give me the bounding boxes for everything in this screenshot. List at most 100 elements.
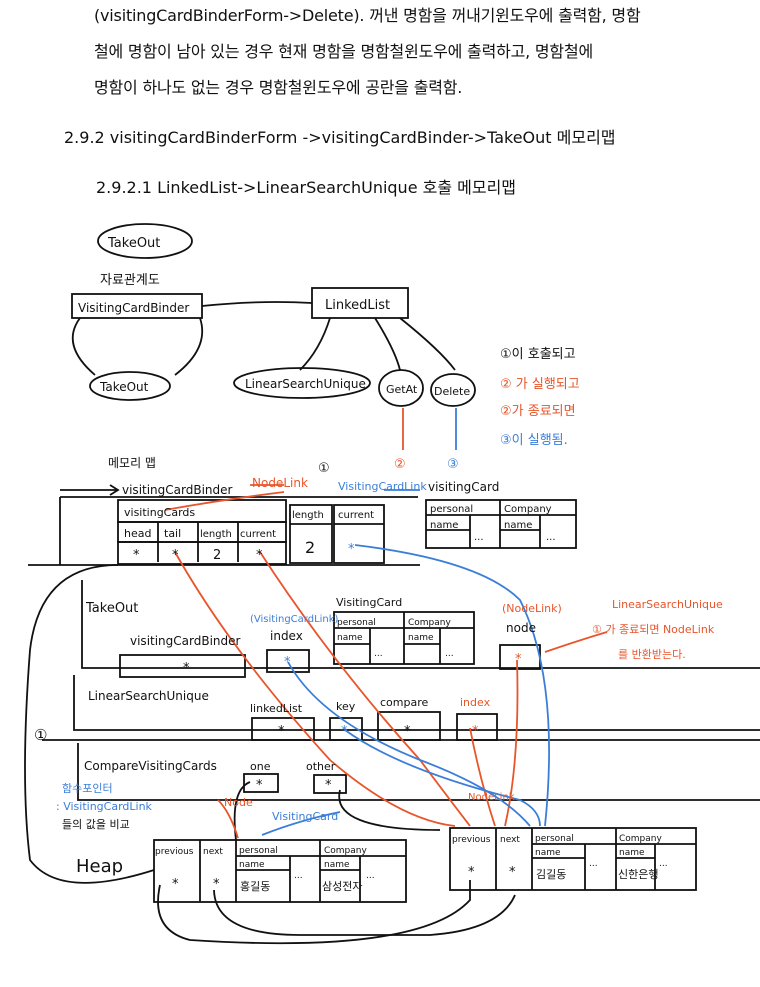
- linkedlist-label: LinkedList: [325, 298, 390, 313]
- paragraph-line-2: 철에 명함이 남아 있는 경우 현재 명함을 명함철윈도우에 출력하고, 명함철…: [94, 42, 593, 61]
- tr-company-name: name: [504, 520, 532, 531]
- cmp-note-3: 들의 값을 비교: [62, 818, 130, 831]
- node1-next-value: *: [213, 877, 220, 892]
- structure-label: 자료관계도: [100, 273, 160, 288]
- note-lsu-1: LinearSearchUnique: [612, 598, 723, 611]
- takeout-vc-company-name: name: [408, 633, 434, 643]
- cmp-other: other: [306, 760, 336, 773]
- legend-4: ③이 실행됨.: [500, 432, 568, 448]
- lsu-index: index: [460, 696, 491, 709]
- heap-label: Heap: [76, 856, 123, 877]
- takeout-vc-ellipsis-2: ...: [445, 649, 454, 659]
- node2-personal-name: 김길동: [536, 868, 566, 881]
- takeout-vc-personal: personal: [337, 618, 376, 628]
- node1-previous: previous: [155, 847, 194, 857]
- node2-company-name-label: name: [619, 848, 645, 858]
- heap-nodelink-label: NodeLink: [468, 792, 515, 803]
- note-lsu-2: ① 가 종료되면 NodeLink: [592, 623, 715, 636]
- node1-company: Company: [324, 846, 367, 856]
- takeout-node-type: (NodeLink): [502, 602, 562, 615]
- node2-next: next: [500, 835, 520, 845]
- node2-ellipsis-1: ...: [589, 859, 598, 869]
- takeout-index-type: (VisitingCardLink): [250, 614, 339, 625]
- func-getat: GetAt: [386, 383, 418, 396]
- call-mark-1: ①: [318, 461, 330, 476]
- value-head: *: [133, 548, 140, 563]
- takeout-index-value: *: [284, 655, 291, 670]
- loop-mark: ①: [34, 726, 47, 744]
- cmp-frame-label: CompareVisitingCards: [84, 759, 217, 773]
- takeout-binder-label: visitingCardBinder: [130, 634, 241, 648]
- node2-company-name: 신한은행: [618, 868, 658, 881]
- field-head: head: [124, 527, 151, 540]
- node1-company-name: 삼성전자: [322, 880, 362, 893]
- outer-length-value: 2: [305, 538, 315, 557]
- mm-visitingCards: visitingCards: [124, 506, 195, 519]
- takeout-node-label: node: [506, 621, 536, 635]
- outer-current-value: *: [348, 542, 355, 557]
- node1-company-name-label: name: [324, 860, 350, 870]
- legend-3: ②가 종료되면: [500, 404, 576, 419]
- takeout-title: TakeOut: [107, 236, 160, 251]
- legend-1: ①이 호출되고: [500, 347, 576, 362]
- takeout-index-label: index: [270, 629, 303, 643]
- node1-previous-value: *: [172, 877, 179, 892]
- cmp-one-value: *: [256, 778, 263, 793]
- takeout-vc-ellipsis-1: ...: [374, 649, 383, 659]
- tr-personal: personal: [430, 504, 473, 515]
- cmp-note-2: : VisitingCardLink: [56, 800, 153, 813]
- mm-visitingcard: visitingCard: [428, 480, 499, 494]
- tr-ellipsis-2: ...: [546, 532, 556, 543]
- legend-2: ② 가 실행되고: [500, 376, 580, 392]
- cmp-other-value: *: [325, 778, 332, 793]
- mm-visitingcardlink: VisitingCardLink: [338, 480, 427, 493]
- tr-ellipsis-1: ...: [474, 532, 484, 543]
- node2-previous-value: *: [468, 865, 475, 880]
- call-mark-2: ②: [394, 457, 406, 472]
- value-current: *: [256, 548, 263, 563]
- node2-personal-name-label: name: [535, 848, 561, 858]
- lsu-index-value: *: [472, 724, 479, 739]
- memory-map-label: 메모리 맵: [108, 456, 156, 470]
- takeout-title-node: [97, 223, 193, 259]
- field-current: current: [240, 529, 276, 540]
- tr-personal-name: name: [430, 520, 458, 531]
- node2-company: Company: [619, 834, 662, 844]
- field-length: length: [200, 529, 232, 540]
- call-mark-3: ③: [447, 457, 459, 472]
- node1-personal-name: 홍길동: [240, 879, 270, 893]
- paragraph-line-3: 명함이 하나도 없는 경우 명함철윈도우에 공란을 출력함.: [94, 78, 463, 97]
- node2-previous: previous: [452, 835, 491, 845]
- takeout-binder-value: *: [183, 661, 190, 676]
- mm-visitingCardBinder: visitingCardBinder: [122, 483, 233, 497]
- cmp-one: one: [250, 760, 271, 773]
- takeout-vc-personal-name: name: [337, 633, 363, 643]
- note-lsu-3: 를 반환받는다.: [618, 648, 686, 661]
- func-delete: Delete: [434, 385, 470, 398]
- takeout-node-value: *: [515, 652, 522, 667]
- func-lsu: LinearSearchUnique: [245, 377, 366, 391]
- node2-next-value: *: [509, 865, 516, 880]
- value-length: 2: [213, 548, 221, 563]
- takeout-vc-company: Company: [408, 618, 451, 628]
- node1-personal-name-label: name: [239, 860, 265, 870]
- section-subheading: 2.9.2.1 LinkedList->LinearSearchUnique 호…: [96, 178, 517, 197]
- paragraph-line-1: (visitingCardBinderForm->Delete). 꺼낸 명함을…: [94, 6, 641, 25]
- field-tail: tail: [164, 527, 181, 540]
- section-heading: 2.9.2 visitingCardBinderForm ->visitingC…: [64, 128, 616, 147]
- lsu-key-value: *: [341, 724, 348, 739]
- lsu-compare-value: *: [404, 724, 411, 739]
- binder-box-label: VisitingCardBinder: [78, 301, 189, 315]
- node1-next: next: [203, 847, 223, 857]
- func-takeout: TakeOut: [99, 380, 149, 394]
- outer-current-label: current: [338, 510, 374, 521]
- outer-length-label: length: [292, 510, 324, 521]
- mm-nodelink: NodeLink: [252, 476, 308, 490]
- node1-ellipsis-2: ...: [366, 871, 375, 881]
- node1-ellipsis-1: ...: [294, 871, 303, 881]
- node2-ellipsis-2: ...: [659, 859, 668, 869]
- node1-personal: personal: [239, 846, 278, 856]
- value-tail: *: [172, 548, 179, 563]
- tr-company: Company: [504, 504, 552, 515]
